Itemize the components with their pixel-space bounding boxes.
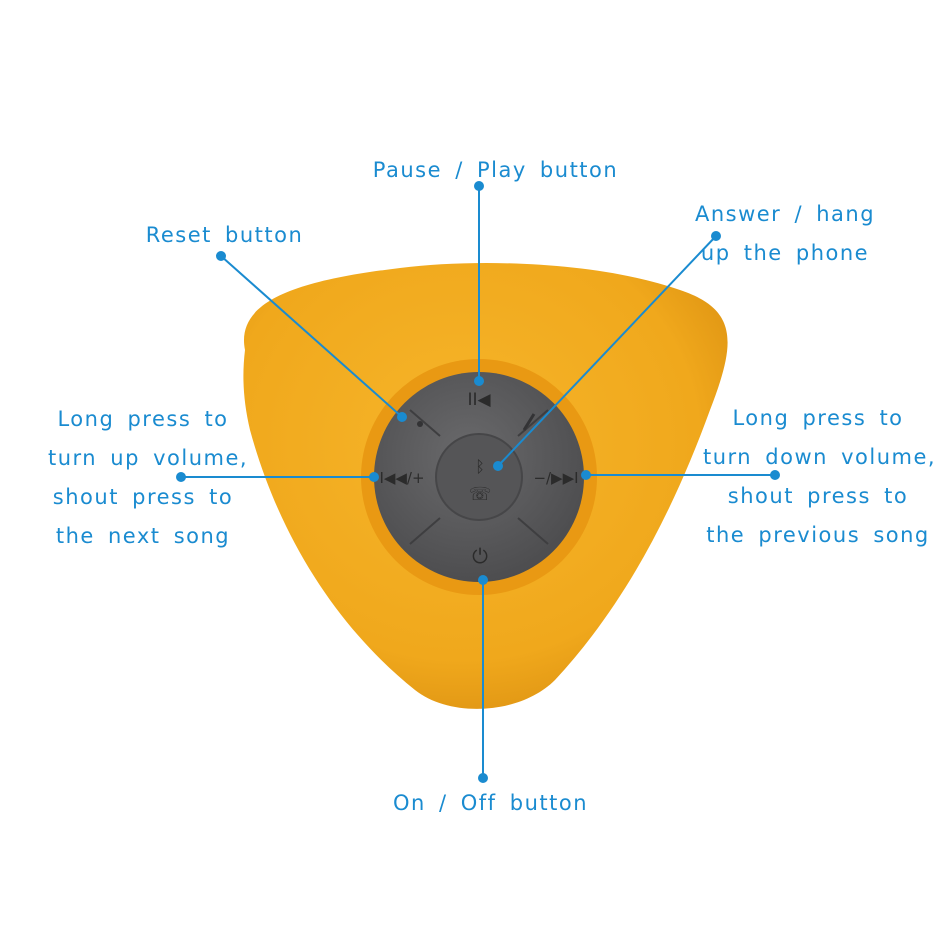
label-volume-down: Long press to turn down volume, shout pr… — [703, 406, 937, 547]
panel-dividers — [409, 409, 549, 545]
callout-answer — [493, 231, 721, 471]
callout-on-off — [478, 575, 488, 783]
label-pause-play: Pause / Play button — [372, 158, 619, 182]
play-pause-icon: II◀ — [467, 390, 491, 410]
callout-volume-up — [176, 472, 379, 482]
mic-slot — [522, 413, 536, 431]
center-button — [435, 433, 523, 521]
prev-volume-down-icon: −/▶▶I — [533, 469, 578, 487]
reset-hole — [417, 421, 423, 427]
label-reset: Reset button — [145, 223, 304, 247]
label-volume-up: Long press to turn up volume, shout pres… — [48, 407, 249, 548]
label-answer: Answer / hang up the phone — [694, 202, 876, 265]
phone-icon: ☏ — [469, 484, 492, 505]
bluetooth-icon: ᛒ — [475, 457, 485, 476]
callout-pause-play — [474, 181, 484, 386]
power-icon: ⏻ — [472, 544, 488, 568]
callout-reset — [216, 251, 407, 422]
label-on-off: On / Off button — [392, 791, 589, 815]
next-volume-up-icon: I◀◀/+ — [379, 469, 424, 487]
callout-volume-down — [581, 470, 780, 480]
